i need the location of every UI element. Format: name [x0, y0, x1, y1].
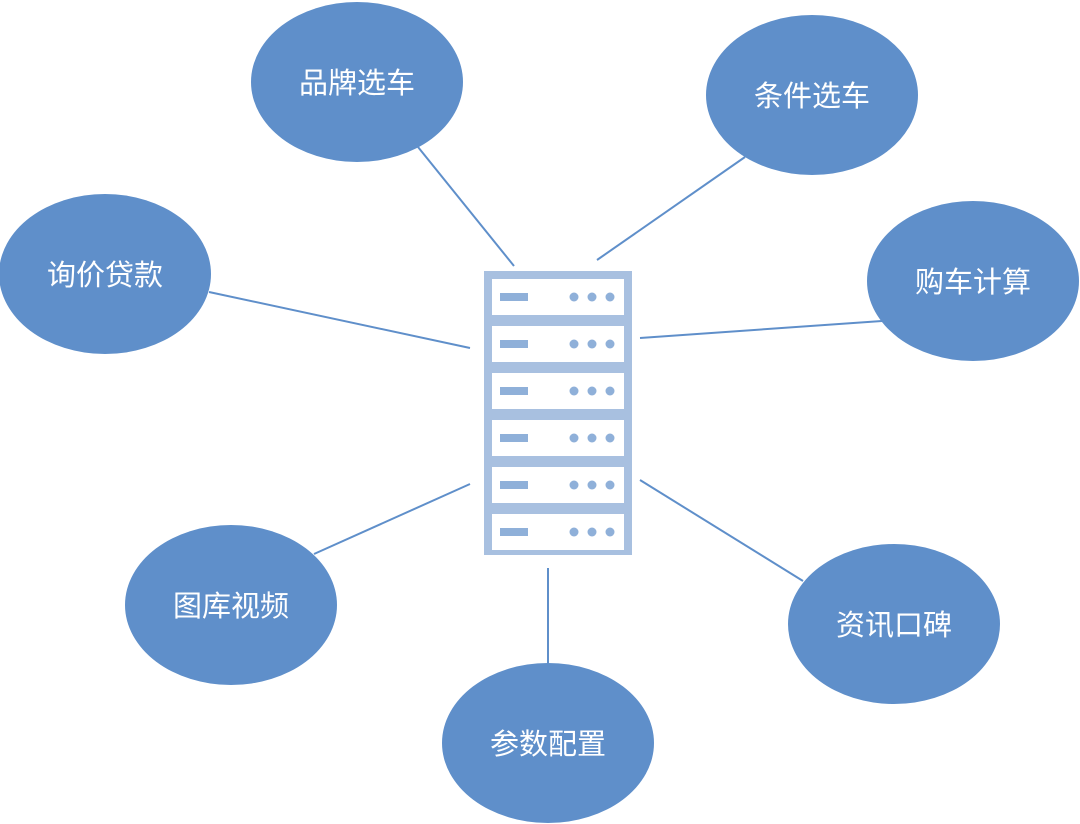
node-gallery: 图库视频 [125, 525, 337, 685]
server-unit-led [569, 480, 579, 490]
server-unit-bar [500, 293, 528, 301]
connector-gallery [313, 483, 471, 555]
server-unit-led [605, 480, 615, 490]
connector-news [639, 479, 804, 582]
server-unit-led [587, 292, 597, 302]
connector-inquiry [208, 291, 471, 349]
server-unit-led [569, 339, 579, 349]
node-calculator: 购车计算 [867, 201, 1079, 361]
node-gallery-label: 图库视频 [173, 589, 289, 623]
node-inquiry-label: 询价贷款 [47, 258, 163, 292]
node-condition: 条件选车 [706, 15, 918, 175]
node-news-ellipse [788, 544, 1000, 704]
node-brand-ellipse [251, 2, 463, 162]
server-unit-led [605, 433, 615, 443]
server-unit-led [605, 527, 615, 537]
node-condition-ellipse [706, 15, 918, 175]
server-unit-led [569, 527, 579, 537]
server-unit-led [587, 433, 597, 443]
server-unit-led [569, 433, 579, 443]
node-condition-label: 条件选车 [754, 79, 870, 113]
server-unit-led [587, 527, 597, 537]
node-calculator-ellipse [867, 201, 1079, 361]
server-unit-bar [500, 387, 528, 395]
node-inquiry: 询价贷款 [0, 194, 211, 354]
node-news: 资讯口碑 [788, 544, 1000, 704]
node-brand-label: 品牌选车 [299, 66, 415, 100]
server-unit-bar [500, 434, 528, 442]
server-frame [484, 271, 632, 555]
connector-condition [596, 156, 746, 261]
node-specs-ellipse [442, 663, 654, 823]
node-calculator-label: 购车计算 [915, 265, 1031, 299]
server-unit-led [587, 339, 597, 349]
connector-brand [417, 146, 515, 267]
node-news-label: 资讯口碑 [836, 608, 952, 642]
server-unit-led [587, 480, 597, 490]
server-rack-icon [484, 271, 632, 555]
server-unit-bar [500, 528, 528, 536]
node-brand: 品牌选车 [251, 2, 463, 162]
node-gallery-ellipse [125, 525, 337, 685]
server-unit-led [605, 292, 615, 302]
server-unit-led [569, 292, 579, 302]
server-unit-led [605, 386, 615, 396]
server-unit-led [587, 386, 597, 396]
node-specs: 参数配置 [442, 663, 654, 823]
server-unit-bar [500, 481, 528, 489]
connector-calculator [639, 320, 883, 339]
connectors [208, 146, 883, 664]
server-unit-bar [500, 340, 528, 348]
server-unit-led [605, 339, 615, 349]
node-specs-label: 参数配置 [490, 727, 606, 761]
node-inquiry-ellipse [0, 194, 211, 354]
server-unit-led [569, 386, 579, 396]
